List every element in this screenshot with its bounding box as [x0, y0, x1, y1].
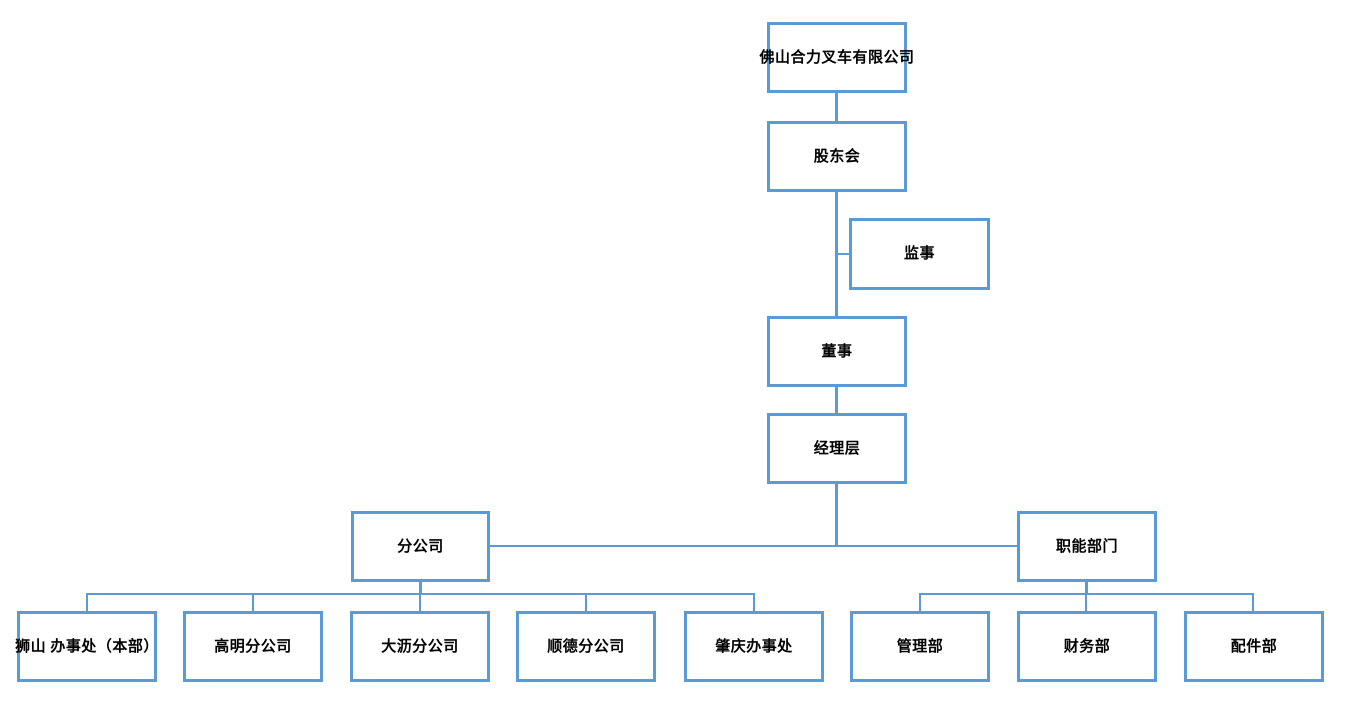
node-zhaoqing-office-label: 肇庆办事处 [715, 638, 793, 655]
node-parts-dept[interactable]: 配件部 [1184, 611, 1324, 682]
node-gaoming-branch[interactable]: 高明分公司 [183, 611, 323, 682]
connector-drop-shishan [86, 593, 88, 612]
node-management[interactable]: 经理层 [767, 413, 907, 484]
node-management-label: 经理层 [813, 440, 861, 457]
node-director[interactable]: 董事 [767, 316, 907, 387]
node-gaoming-branch-label: 高明分公司 [214, 638, 292, 655]
connector-trunk-to-supervisor [836, 253, 850, 255]
node-dali-branch[interactable]: 大沥分公司 [350, 611, 490, 682]
node-finance-dept-label: 财务部 [1063, 638, 1111, 655]
node-management-dept[interactable]: 管理部 [850, 611, 990, 682]
connector-level5-bus [489, 545, 1018, 547]
connector-drop-zhaoqing [753, 593, 755, 612]
connector-drop-peijian [1252, 593, 1254, 612]
node-parts-dept-label: 配件部 [1230, 638, 1278, 655]
node-functions-label: 职能部门 [1055, 538, 1118, 555]
connector-drop-caiwu [1085, 593, 1087, 612]
node-dali-branch-label: 大沥分公司 [381, 638, 459, 655]
node-shishan-office[interactable]: 狮山 办事处（本部） [15, 611, 158, 682]
connector-drop-guanli [919, 593, 921, 612]
node-shishan-office-label: 狮山 办事处（本部） [15, 638, 159, 655]
connector-company-to-shareholders [835, 92, 838, 122]
node-finance-dept[interactable]: 财务部 [1017, 611, 1157, 682]
node-management-dept-label: 管理部 [896, 638, 944, 655]
node-branches-label: 分公司 [397, 538, 444, 555]
connector-drop-dali [419, 593, 421, 612]
node-shareholders[interactable]: 股东会 [767, 121, 907, 192]
node-supervisor[interactable]: 监事 [849, 218, 990, 290]
node-director-label: 董事 [821, 343, 853, 360]
connector-drop-shunde [585, 593, 587, 612]
connector-functions-drop [1085, 581, 1088, 595]
node-zhaoqing-office[interactable]: 肇庆办事处 [684, 611, 824, 682]
node-functions[interactable]: 职能部门 [1017, 511, 1157, 582]
connector-management-drop [835, 483, 838, 546]
node-company[interactable]: 佛山合力叉车有限公司 [760, 22, 914, 93]
connector-drop-gaoming [252, 593, 254, 612]
connector-director-to-management [835, 386, 838, 414]
connector-branches-drop [419, 581, 422, 595]
node-supervisor-label: 监事 [903, 246, 935, 262]
node-shareholders-label: 股东会 [813, 148, 861, 165]
node-shunde-branch[interactable]: 顺德分公司 [516, 611, 656, 682]
node-branches[interactable]: 分公司 [351, 511, 490, 582]
node-company-label: 佛山合力叉车有限公司 [759, 49, 915, 66]
node-shunde-branch-label: 顺德分公司 [547, 638, 625, 655]
